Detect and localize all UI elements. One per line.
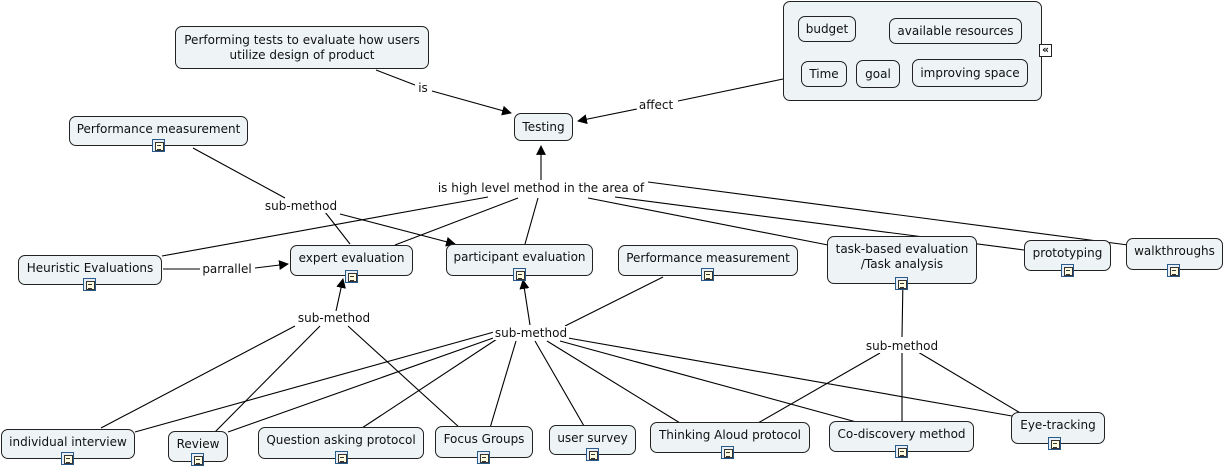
concept-available-resources[interactable]: available resources [889,18,1022,44]
concept-label: Focus Groups [443,432,525,446]
concept-label: Heuristic Evaluations [26,261,154,275]
concept-label: Co-discovery method [837,427,966,441]
document-icon[interactable] [61,452,74,465]
concept-label: expert evaluation [298,251,405,265]
document-icon[interactable] [721,446,734,459]
concept-label: Testing [522,119,565,134]
concept-label: Eye-tracking [1020,418,1096,432]
concept-prototyping[interactable]: prototyping [1024,240,1111,271]
document-icon[interactable] [513,268,526,281]
concept-label: Performance measurement [76,122,241,136]
document-icon[interactable] [895,445,908,458]
link-label-parrallel: parrallel [200,262,254,276]
concept-label: Review [176,437,220,451]
link-label-sub-method-top: sub-method [262,199,340,213]
concept-goal[interactable]: goal [856,60,900,88]
link-label-sub-method-participant: sub-method [492,326,570,340]
link-label-is: is [416,81,430,95]
concept-label: Time [809,66,839,81]
concept-improving-space[interactable]: improving space [912,59,1028,87]
document-icon[interactable] [895,277,908,290]
collapse-group-icon[interactable]: « [1039,44,1052,57]
concept-thinking-aloud-protocol[interactable]: Thinking Aloud protocol [650,422,810,453]
concept-label: walkthroughs [1134,244,1215,258]
concept-label: budget [805,21,849,36]
link-label-sub-method-expert: sub-method [295,311,373,325]
concept-label: task-based evaluation /Task analysis [835,242,969,271]
document-icon[interactable] [345,270,358,283]
concept-label: individual interview [9,435,127,449]
concept-label: prototyping [1032,246,1103,260]
document-icon[interactable] [335,451,348,464]
document-icon[interactable] [1061,264,1074,277]
concept-testing[interactable]: Testing [514,113,573,141]
concept-walkthroughs[interactable]: walkthroughs [1126,238,1223,270]
document-icon[interactable] [191,453,204,466]
concept-label: Thinking Aloud protocol [658,428,802,442]
concept-label: participant evaluation [453,250,586,264]
concept-time[interactable]: Time [801,61,847,87]
concept-budget[interactable]: budget [798,16,856,42]
document-icon[interactable] [83,278,96,291]
document-icon[interactable] [1048,437,1061,450]
link-label-sub-method-task: sub-method [863,339,941,353]
concept-performing-tests[interactable]: Performing tests to evaluate how users u… [175,26,429,69]
document-icon[interactable] [1167,264,1180,277]
concept-task-based-evaluation[interactable]: task-based evaluation /Task analysis [827,236,977,284]
concept-label: Performance measurement [626,251,790,265]
link-label-high-level-method: is high level method in the area of [435,181,647,195]
document-icon[interactable] [152,139,165,152]
concept-label: Question asking protocol [266,433,416,447]
link-label-affect: affect [636,98,676,112]
concept-heuristic-evaluations[interactable]: Heuristic Evaluations [18,255,162,285]
concept-label: improving space [920,65,1020,80]
document-icon[interactable] [477,451,490,464]
factors-group[interactable]: budget available resources Time goal imp… [783,1,1042,101]
document-icon[interactable] [701,268,714,281]
concept-label: user survey [557,431,628,445]
document-icon[interactable] [586,448,599,461]
concept-label: available resources [897,23,1014,38]
concept-label: Performing tests to evaluate how users u… [184,32,420,62]
concept-label: goal [865,66,891,81]
